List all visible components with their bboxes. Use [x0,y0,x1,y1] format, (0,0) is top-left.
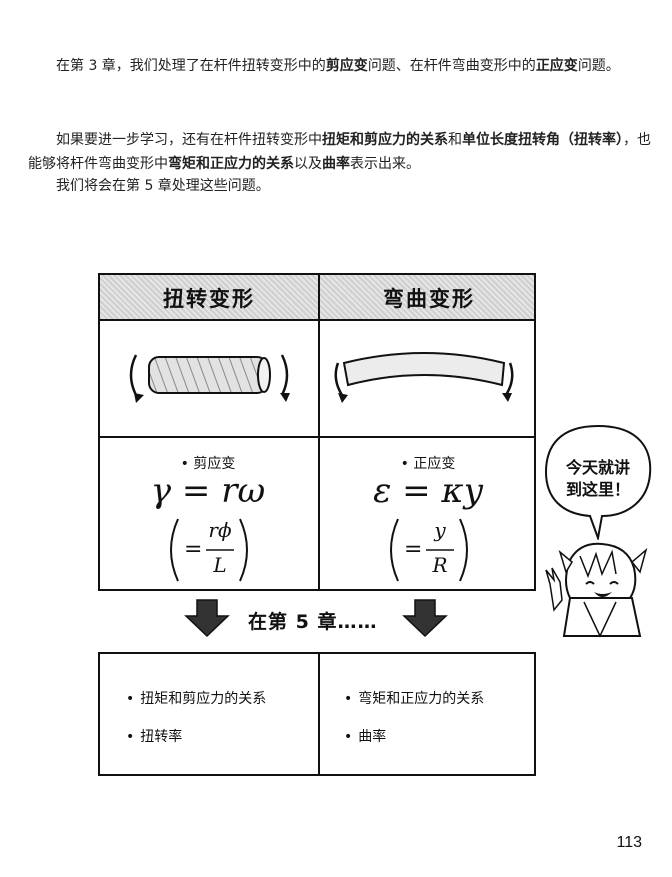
text-span: 我们将会在第 5 章处理这些问题。 [56,178,270,194]
shear-strain-fraction [100,515,316,589]
bullet-dot: • [344,729,353,745]
bold-term-torque-shear: 扭矩和剪应力的关系 [322,132,448,148]
text-span: 表示出来。 [350,156,420,172]
normal-strain-fraction [320,515,536,589]
bullet-dot: • [126,729,135,745]
table-divider-vertical [318,654,320,774]
down-arrow-icon [184,599,230,638]
bold-term-normal-strain: 正应变 [535,58,578,74]
topic-text: 扭矩和剪应力的关系 [140,691,267,707]
header-torsion: 扭转变形 [163,287,255,311]
speech-bubble: 今天就讲 到这里！ [540,420,656,540]
fraction-denominator: L [213,553,227,577]
bold-term-twist-rate: 单位长度扭转角（扭转率） [462,132,623,148]
page-number: 113 [616,834,642,851]
topic-item-twist-rate: • 扭转率 [126,726,182,746]
bullet-dot: • [344,691,353,707]
topic-item-curvature: • 曲率 [344,726,386,746]
paragraph-3: 我们将会在第 5 章处理这些问题。 [28,174,658,198]
shear-strain-formula: γ = rω [150,471,266,511]
topic-text: 扭转率 [140,729,183,745]
text-span: 以及 [294,156,322,172]
topic-text: 曲率 [358,729,387,745]
down-arrow-icon [402,599,448,638]
paragraph-1: 在第 3 章，我们处理了在杆件扭转变形中的剪应变问题、在杆件弯曲变形中的正应变问… [28,54,658,78]
table-header-row [100,275,534,321]
fraction-numerator: rϕ [208,518,232,542]
topic-item-torque-shear: • 扭矩和剪应力的关系 [126,688,266,708]
topic-item-moment-normal: • 弯矩和正应力的关系 [344,688,484,708]
text-span: ，也能够将杆件弯曲变形中 [28,132,651,172]
mascot-character-icon [545,542,648,638]
normal-strain-label: • 正应变 [400,456,456,472]
topic-text: 弯矩和正应力的关系 [358,691,485,707]
equals-sign: = [184,537,203,562]
text-span: 问题。 [577,58,620,74]
header-bending: 弯曲变形 [383,287,475,311]
table-divider-vertical [318,275,320,589]
twisted-bar-icon [129,354,290,403]
bold-term-moment-normal: 弯矩和正应力的关系 [168,156,294,172]
table-divider-horizontal [100,436,534,438]
bubble-line-2: 到这里！ [565,480,630,499]
chapter-5-topics-table: • 扭矩和剪应力的关系 • 扭转率 • 弯矩和正应力的关系 • 曲率 [98,652,536,776]
chapter-5-banner: 在第 5 章…… [248,611,378,633]
text-span: 如果要进一步学习，还有在杆件扭转变形中 [56,132,322,148]
text-span: 在第 3 章，我们处理了在杆件扭转变形中的 [56,58,326,74]
text-span: 和 [448,132,462,148]
shear-strain-label: • 剪应变 [180,456,236,472]
normal-strain-formula: ε = κy [373,471,483,511]
deformation-comparison-table: 扭转变形 弯曲变形 • 剪应变 γ = rω = rϕ L [98,273,536,591]
bold-term-shear-strain: 剪应变 [325,58,368,74]
fraction-denominator: R [432,553,448,577]
equals-sign: = [404,537,423,562]
fraction-numerator: y [434,518,446,542]
bent-beam-icon [334,352,514,403]
paragraph-2: 如果要进一步学习，还有在杆件扭转变形中扭矩和剪应力的关系和单位长度扭转角（扭转率… [28,128,658,176]
bold-term-curvature: 曲率 [322,156,350,172]
bubble-line-1: 今天就讲 [565,458,630,477]
text-span: 问题、在杆件弯曲变形中的 [367,58,536,74]
bullet-dot: • [126,691,135,707]
